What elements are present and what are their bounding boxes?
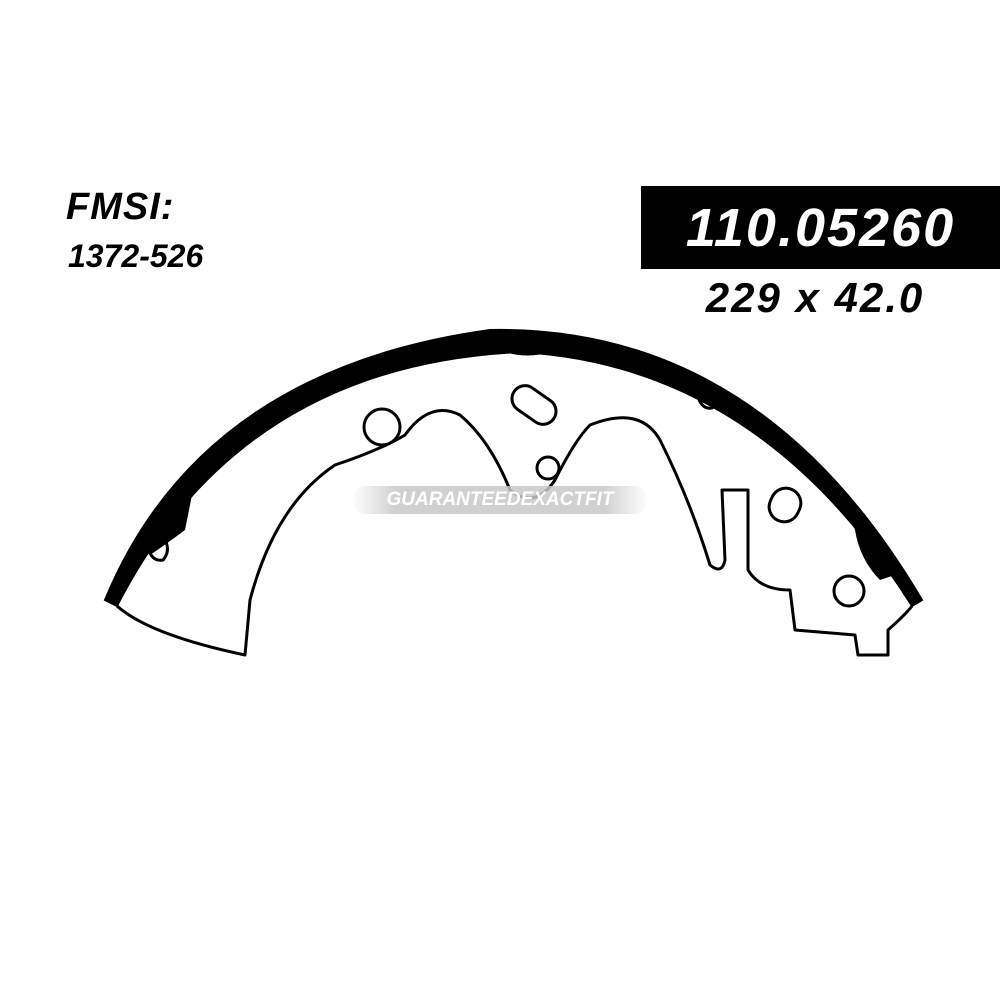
part-number-box: 110.05260: [641, 186, 1000, 269]
lining-end-left: [148, 480, 195, 555]
slot-right: [767, 486, 803, 524]
watermark-text: GUARANTEEDEXACTFIT: [386, 489, 614, 510]
dimensions-label: 229 x 42.0: [705, 274, 925, 321]
lining-bump-center: [482, 340, 575, 356]
hole-center-small: [535, 455, 561, 481]
friction-lining: [103, 328, 924, 608]
hole-right-lower: [832, 574, 866, 608]
slot-top-center: [510, 384, 558, 426]
fmsi-number: 1372-526: [68, 238, 204, 274]
hole-left-upper: [362, 407, 402, 447]
shoe-web-outline: [116, 409, 914, 657]
watermark-banner: GUARANTEEDEXACTFIT: [352, 486, 648, 514]
lining-end-right: [848, 505, 895, 580]
part-number: 110.05260: [685, 197, 956, 258]
fmsi-label: FMSI:: [66, 186, 175, 228]
notch-top-right: [695, 391, 724, 410]
notch-left: [146, 541, 169, 562]
